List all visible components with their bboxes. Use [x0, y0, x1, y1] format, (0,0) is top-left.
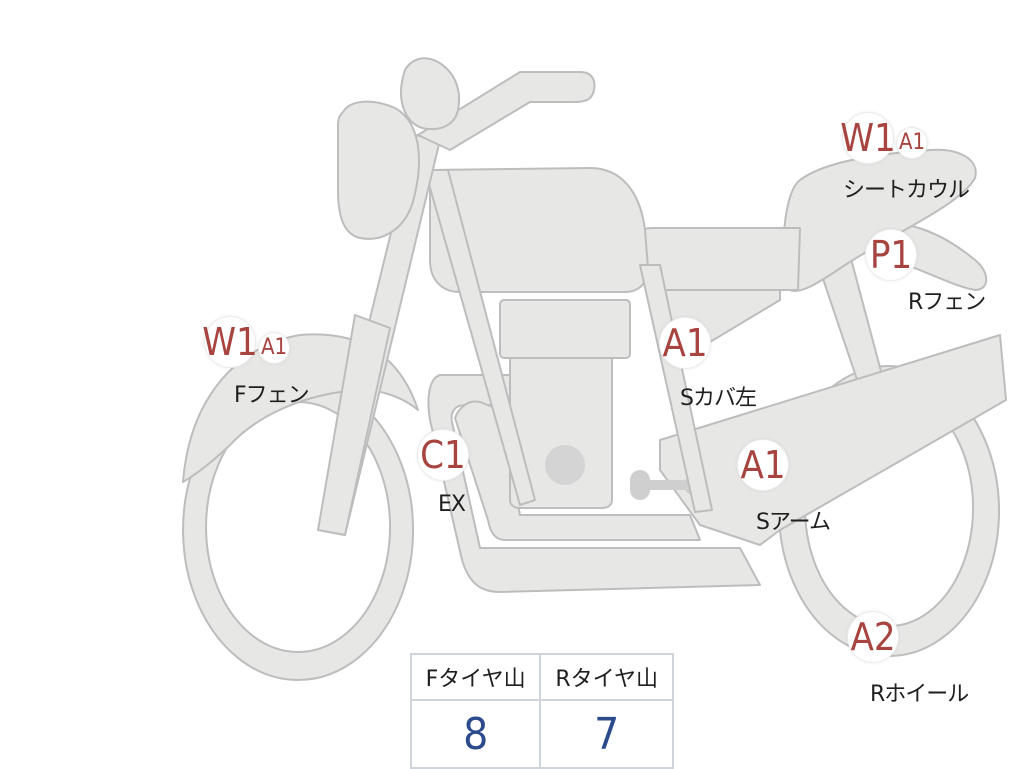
foot-peg [630, 470, 704, 500]
label-f-fender: Fフェン [234, 383, 310, 408]
header-rear-tire: Rタイヤ山 [539, 653, 674, 701]
exhaust-pipe [427, 374, 761, 593]
label-r-fender: Rフェン [908, 290, 986, 315]
value-front-tire: 8 [409, 699, 542, 769]
label-seat-cowl: シートカウル [843, 178, 970, 203]
label-r-wheel: Rホイール [870, 682, 969, 707]
meter [400, 57, 460, 130]
marker-a1-scover: A1 [660, 318, 710, 368]
engine-head [499, 299, 631, 359]
marker-c1-ex: C1 [418, 430, 468, 480]
down-frame [639, 264, 713, 513]
marker-a2-rwheel: A2 [848, 612, 898, 662]
table-value-row: 8 7 [409, 699, 674, 769]
handlebar [417, 71, 596, 151]
header-front-tire: Fタイヤ山 [409, 653, 542, 701]
label-side-cover-left: Sカバ左 [680, 386, 757, 411]
marker-w1-seat: W1 [840, 113, 896, 163]
main-frame [424, 169, 536, 506]
marker-p1-rfender: P1 [866, 230, 916, 280]
marker-w1-ffender: W1 [202, 317, 258, 367]
engine-cover [545, 445, 585, 485]
marker-a1-sarm: A1 [738, 440, 788, 490]
marker-a1-seat: A1 [897, 128, 927, 158]
label-exhaust: EX [438, 492, 466, 517]
label-swing-arm: Sアーム [756, 510, 831, 535]
marker-a1-ffender: A1 [259, 333, 289, 363]
value-rear-tire: 7 [539, 699, 674, 769]
table-header-row: Fタイヤ山 Rタイヤ山 [409, 653, 674, 701]
engine-block [509, 349, 613, 509]
headlight [337, 100, 420, 240]
swing-arm [659, 334, 1007, 546]
tire-tread-table: Fタイヤ山 Rタイヤ山 8 7 [409, 653, 674, 769]
fork-lower [317, 314, 391, 536]
